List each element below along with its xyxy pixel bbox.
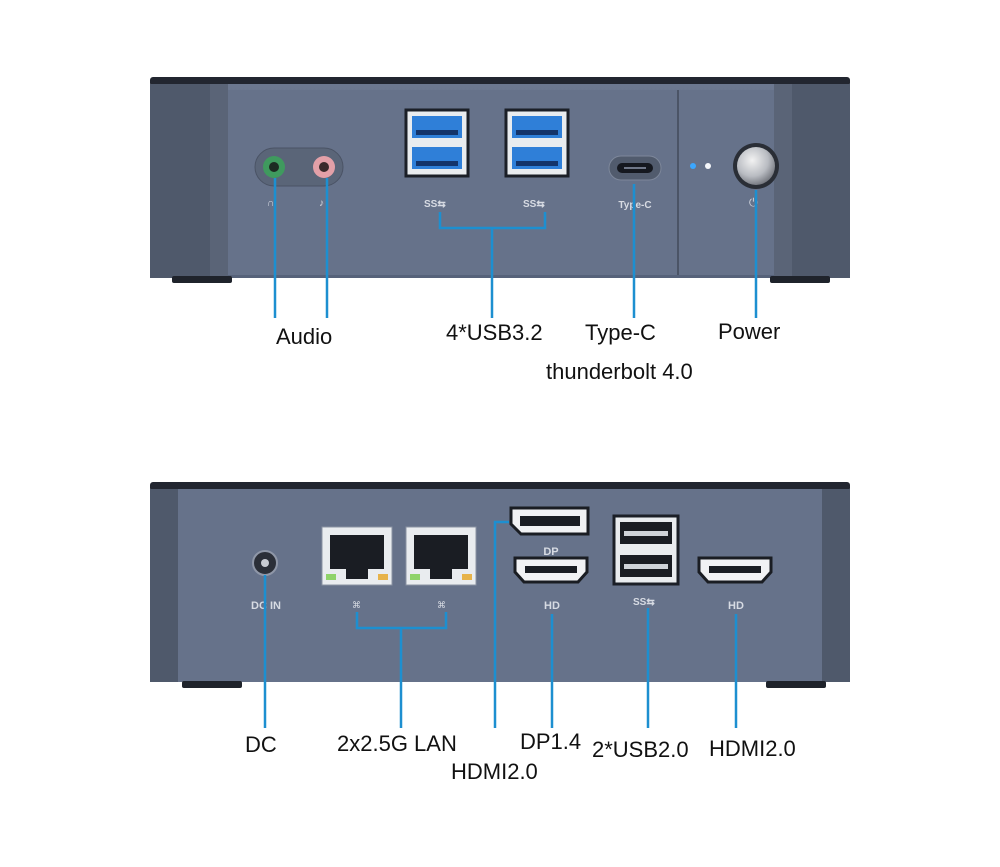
lan-port-2 [405,526,477,586]
callout-thunderbolt: thunderbolt 4.0 [546,359,693,384]
power-icon: ⏻ [749,197,758,209]
callout-hdmi-right: HDMI2.0 [709,736,796,761]
callout-dc: DC [245,732,277,757]
type-c-port [608,155,662,181]
power-button [733,143,779,189]
callout-lan: 2x2.5G LAN [337,731,457,756]
network-icon-2: ⌘ [437,600,446,610]
status-led-white [705,163,711,169]
dc-jack [252,550,278,576]
back-callout-lines [263,520,738,728]
headphone-icon: ∩ [267,198,274,209]
hdmi-port-left [513,556,589,584]
callout-dp14: DP1.4 [520,729,582,754]
lan-port-1 [321,526,393,586]
dp-mark: DP [543,546,558,558]
hdmi-port-right [697,556,773,584]
callout-usb32: 4*USB3.2 [446,320,543,345]
callout-type-c: Type-C [585,320,656,345]
ss-usb-mark-1: SS⇆ [424,199,446,210]
back-panel: DC IN ⌘ ⌘ DP HD [150,482,850,688]
usb20-stack [612,514,680,586]
callout-audio: Audio [276,324,333,349]
callout-power: Power [718,319,781,344]
front-callout-lines [273,178,758,318]
hd-mark-2: HD [728,600,744,612]
callout-hdmi-left: HDMI2.0 [451,759,538,784]
audio-jacks: ∩ ♪ [254,147,344,209]
mic-icon: ♪ [319,198,324,209]
hd-mark-1: HD [544,600,560,612]
displayport-port [509,506,590,536]
usb32-stack-left [404,108,470,178]
usb32-stack-right [504,108,570,178]
ss-usb-mark-2: SS⇆ [523,199,545,210]
callout-usb20: 2*USB2.0 [592,737,689,762]
front-panel: ∩ ♪ SS⇆ SS⇆ Type-C [150,77,850,283]
network-icon-1: ⌘ [352,600,361,610]
status-led-blue [690,163,696,169]
ss-usb-mark-back: SS⇆ [633,597,655,608]
